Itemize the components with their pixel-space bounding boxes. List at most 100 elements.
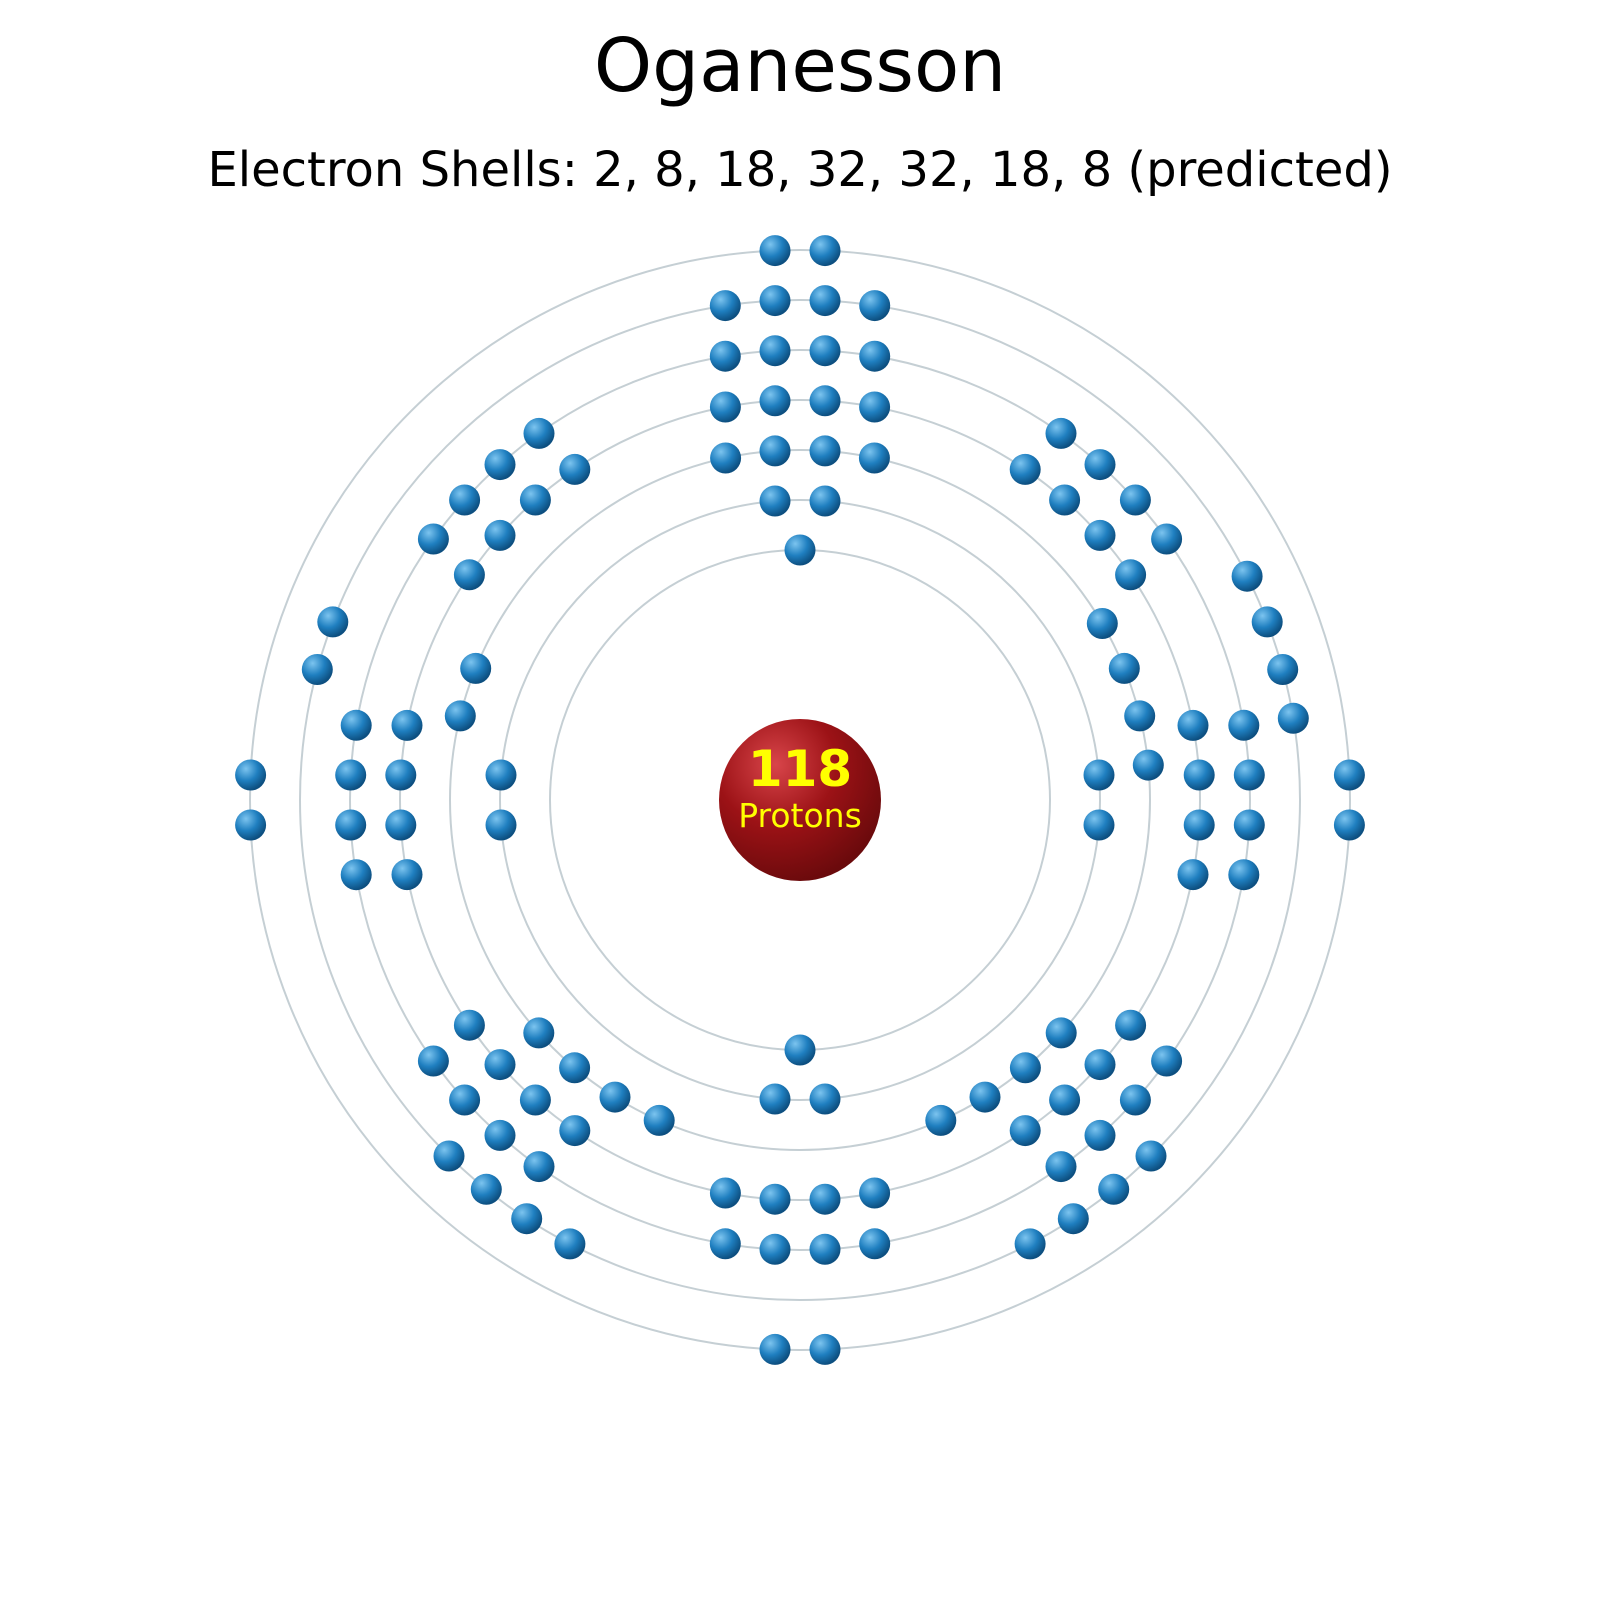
electron <box>1333 809 1365 841</box>
electron <box>385 809 417 841</box>
electron <box>759 1183 791 1215</box>
electron <box>784 534 816 566</box>
proton-label: Protons <box>738 796 862 835</box>
electron <box>859 1228 891 1260</box>
electron <box>759 285 791 317</box>
orbit-ring <box>399 399 1201 1201</box>
electron <box>449 484 481 516</box>
electrons <box>235 235 1365 1365</box>
electron <box>391 859 423 891</box>
electron <box>453 1009 485 1041</box>
electron <box>523 1017 555 1049</box>
electron <box>1267 654 1299 685</box>
electron <box>554 1228 586 1260</box>
electron <box>859 340 891 372</box>
electron <box>1132 749 1164 781</box>
electron <box>925 1104 957 1136</box>
electron <box>858 442 890 474</box>
electron <box>523 1151 555 1183</box>
electron <box>1177 859 1209 891</box>
electron <box>485 809 517 841</box>
electron <box>559 1052 591 1084</box>
electron <box>809 1183 841 1215</box>
electron <box>859 1177 891 1209</box>
electron <box>809 1233 841 1265</box>
electron <box>391 709 423 741</box>
electron <box>759 1233 791 1265</box>
electron <box>519 1084 551 1116</box>
electron <box>511 1203 543 1235</box>
electron <box>1115 559 1147 591</box>
electron <box>340 859 372 891</box>
electron <box>1045 417 1077 449</box>
electron <box>784 1034 816 1066</box>
electron <box>759 385 791 417</box>
electron <box>710 442 742 474</box>
electron <box>485 759 517 791</box>
orbit-ring <box>449 449 1151 1151</box>
electron <box>1115 1009 1147 1041</box>
electron <box>709 1177 741 1209</box>
electron <box>1119 1084 1151 1116</box>
electron <box>1045 1017 1077 1049</box>
orbit-rings <box>249 249 1351 1351</box>
electron <box>559 1115 591 1147</box>
electron <box>809 485 841 517</box>
electron <box>1177 709 1209 741</box>
electron <box>484 449 516 481</box>
element-title: Oganesson <box>593 23 1007 109</box>
electron <box>559 453 591 485</box>
electron <box>453 559 485 591</box>
nucleus: 118 Protons <box>719 719 881 881</box>
electron <box>759 235 791 267</box>
electron <box>1086 608 1118 639</box>
orbit-ring <box>299 299 1301 1301</box>
electron <box>1183 809 1215 841</box>
electron <box>759 1333 791 1365</box>
electron <box>809 1083 841 1115</box>
electron <box>1098 1173 1130 1205</box>
electron <box>759 485 791 517</box>
electron <box>484 1119 516 1151</box>
electron <box>859 391 891 423</box>
electron <box>809 385 841 417</box>
orbit-ring <box>249 249 1351 1351</box>
electron <box>460 652 492 684</box>
electron <box>1009 1052 1041 1084</box>
electron <box>1233 759 1265 791</box>
electron <box>709 391 741 423</box>
electron <box>759 1083 791 1115</box>
electron <box>1009 1115 1041 1147</box>
electron <box>969 1081 1001 1113</box>
electron <box>1151 523 1183 555</box>
electron <box>1233 809 1265 841</box>
electron <box>1083 809 1115 841</box>
electron <box>1084 1049 1116 1081</box>
electron <box>1009 453 1041 485</box>
electron-shells-caption: Electron Shells: 2, 8, 18, 32, 32, 18, 8… <box>207 142 1393 198</box>
electron <box>1277 702 1309 734</box>
electron <box>449 1084 481 1116</box>
electron <box>1084 449 1116 481</box>
electron <box>1084 519 1116 551</box>
electron <box>1014 1228 1046 1260</box>
electron <box>1045 1151 1077 1183</box>
electron <box>643 1104 675 1136</box>
electron <box>340 709 372 741</box>
electron <box>859 290 891 322</box>
electron <box>335 759 367 791</box>
electron <box>1057 1203 1089 1235</box>
electron <box>809 335 841 367</box>
electron <box>1151 1045 1183 1077</box>
electron <box>433 1140 465 1172</box>
electron <box>484 519 516 551</box>
electron <box>1228 709 1260 741</box>
electron <box>1049 1084 1081 1116</box>
electron <box>1228 859 1260 891</box>
electron <box>444 700 476 732</box>
electron <box>335 809 367 841</box>
electron <box>519 484 551 516</box>
electron <box>809 1333 841 1365</box>
electron <box>709 290 741 322</box>
